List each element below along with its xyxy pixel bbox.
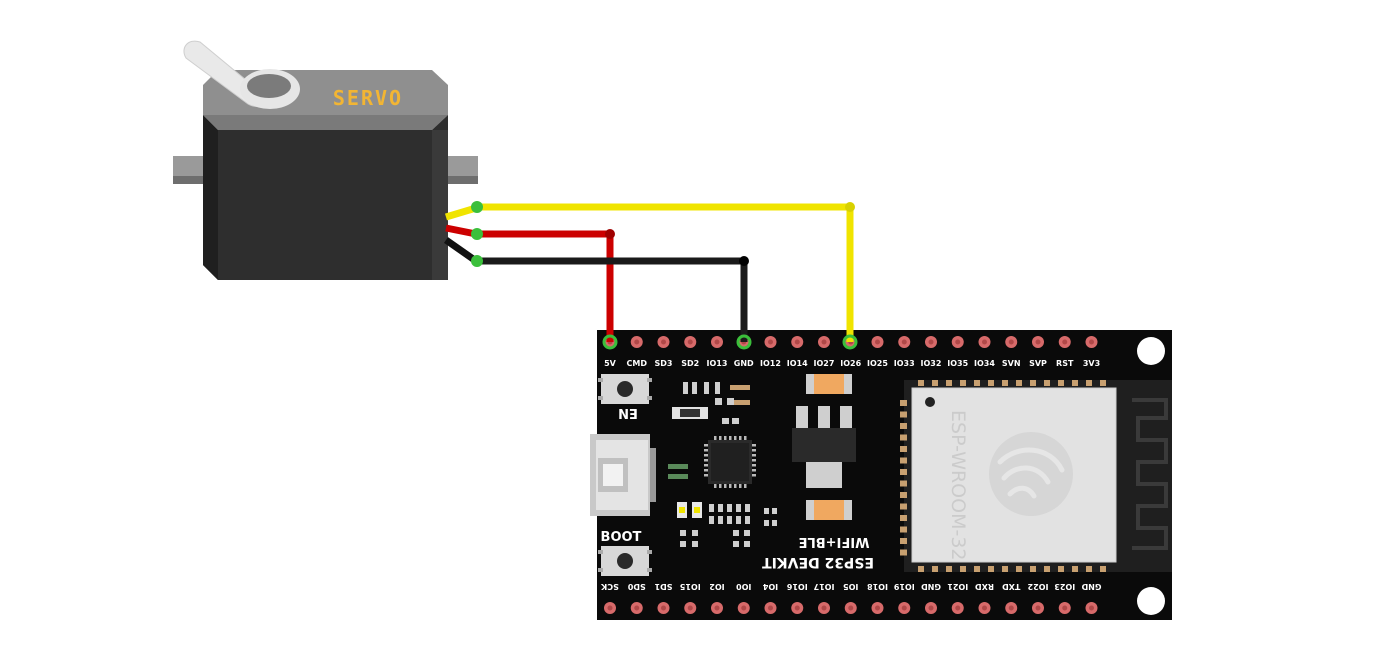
pin-label: SCK — [600, 582, 619, 591]
pin-label: RST — [1056, 359, 1074, 368]
pin-label: SD0 — [627, 582, 645, 591]
mounting-hole — [1137, 337, 1165, 365]
pin-label: GND — [921, 582, 941, 591]
pin-label: IO21 — [947, 582, 968, 591]
smd-components — [668, 382, 777, 547]
pin-label: IO26 — [840, 359, 861, 368]
pin1-marker — [925, 397, 935, 407]
servo-vcc-connector[interactable] — [471, 228, 483, 240]
pin-label: IO32 — [921, 359, 942, 368]
tantalum-capacitor — [806, 374, 852, 394]
pin-label: IO23 — [1054, 582, 1075, 591]
pin-label: IO15 — [679, 582, 700, 591]
wire-power-red[interactable] — [476, 230, 614, 342]
boot-button[interactable] — [598, 546, 652, 576]
pin-5v-connection[interactable] — [602, 334, 618, 350]
en-label: EN — [618, 405, 638, 420]
pin-label: IO25 — [867, 359, 888, 368]
pin-label: IO16 — [786, 582, 807, 591]
mounting-hole — [1137, 587, 1165, 615]
pin-label: GND — [734, 359, 754, 368]
wire-signal-yellow[interactable] — [476, 203, 854, 342]
servo-gnd-connector[interactable] — [471, 255, 483, 267]
pin-label: SD2 — [681, 359, 699, 368]
pin-label: SVN — [1002, 359, 1021, 368]
voltage-regulator — [792, 406, 856, 488]
board-name: ESP32 DEVKIT — [762, 554, 874, 570]
pin-label: IO19 — [893, 582, 914, 591]
wires — [471, 201, 858, 350]
servo-body — [203, 115, 448, 280]
pin-label: IO17 — [814, 582, 835, 591]
pin-label: IO13 — [707, 359, 728, 368]
pin-label: IO34 — [974, 359, 995, 368]
pin-label: IO35 — [947, 359, 968, 368]
pin-label: RXD — [975, 582, 994, 591]
servo-signal-connector[interactable] — [471, 201, 483, 213]
pin-label: CMD — [627, 359, 648, 368]
pin-label: IO14 — [787, 359, 808, 368]
pcb-antenna — [1132, 398, 1168, 550]
pin-label: SVP — [1029, 359, 1047, 368]
pin-label: 3V3 — [1083, 359, 1100, 368]
module-label: ESP-WROOM-32 — [947, 410, 969, 561]
pin-label: IO2 — [709, 582, 724, 591]
usb-uart-chip — [704, 436, 756, 488]
pin-label: TXD — [1002, 582, 1021, 591]
pin-label: GND — [1081, 582, 1101, 591]
pin-label: IO18 — [867, 582, 888, 591]
board-subtitle: WIFI+BLE — [799, 534, 870, 549]
pin-label: SD3 — [655, 359, 673, 368]
pin-label: IO4 — [762, 582, 778, 591]
pin-label: IO12 — [760, 359, 781, 368]
pin-label: 5V — [604, 359, 617, 368]
esp-wroom-32-module: ESP-WROOM-32 — [900, 380, 1172, 572]
micro-usb-port — [590, 434, 656, 516]
espressif-logo-icon — [989, 432, 1073, 516]
bottom-pin-header: SCK SD0 SD1 IO15 IO2 IO0 IO4 IO16 IO17 IO5 IO18 IO1… — [600, 582, 1101, 614]
tantalum-capacitor — [806, 500, 852, 520]
en-button[interactable] — [598, 374, 652, 404]
boot-label: BOOT — [601, 530, 642, 545]
pin-io26-connection[interactable] — [842, 334, 858, 350]
servo-motor: SERVO — [173, 40, 479, 280]
pin-gnd-connection[interactable] — [736, 334, 752, 350]
pin-label: IO22 — [1028, 582, 1049, 591]
servo-label: SERVO — [333, 86, 403, 110]
pin-label: IO0 — [736, 582, 752, 591]
pin-label: IO5 — [843, 582, 859, 591]
servo-shaft — [247, 74, 291, 98]
pin-label: IO27 — [814, 359, 835, 368]
pin-label: SD1 — [654, 582, 672, 591]
pin-label: IO33 — [894, 359, 915, 368]
